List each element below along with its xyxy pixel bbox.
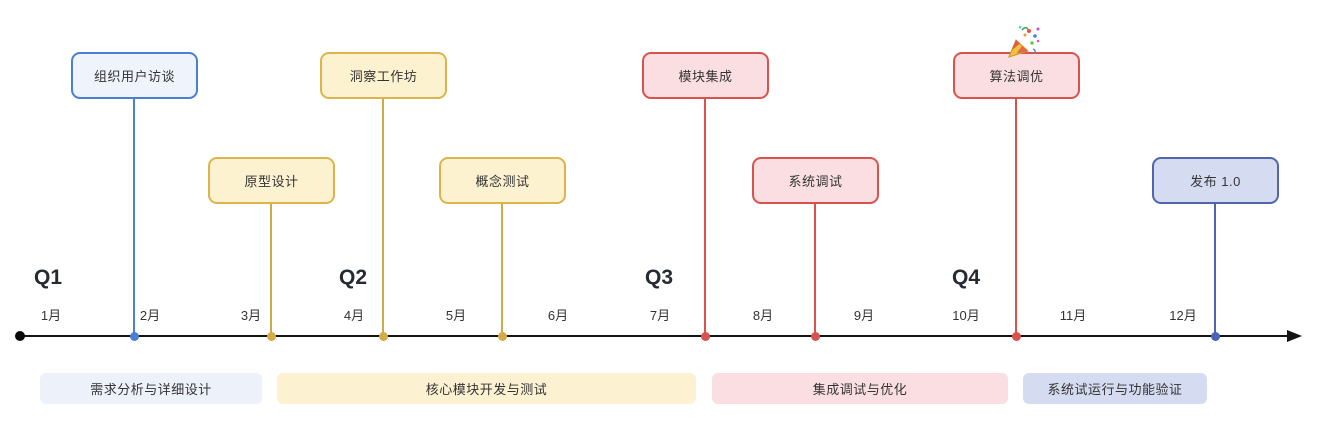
month-label: 5月 xyxy=(445,308,467,323)
quarter-label-q3: Q3 xyxy=(644,266,674,289)
event-dot xyxy=(810,331,820,341)
connector-line xyxy=(133,98,135,336)
month-label: 1月 xyxy=(40,308,62,323)
connector-line xyxy=(270,203,272,336)
month-label: 4月 xyxy=(343,308,365,323)
quarter-label-q1: Q1 xyxy=(33,266,63,289)
party-popper-emoji xyxy=(1004,22,1044,62)
month-label: 10月 xyxy=(952,308,980,323)
event-dot xyxy=(266,331,276,341)
connector-line xyxy=(814,203,816,336)
event-box-system-debugging: 系统调试 xyxy=(752,157,879,204)
month-label: 6月 xyxy=(547,308,569,323)
connector-line xyxy=(1214,203,1216,336)
event-box-insight-workshop: 洞察工作坊 xyxy=(320,52,447,99)
month-label: 2月 xyxy=(139,308,161,323)
month-label: 12月 xyxy=(1169,308,1197,323)
phase-bar-core-development: 核心模块开发与测试 xyxy=(277,373,696,404)
connector-line xyxy=(704,98,706,336)
event-dot xyxy=(1011,331,1021,341)
month-label: 8月 xyxy=(752,308,774,323)
event-box-algorithm-tuning: 算法调优 xyxy=(953,52,1080,99)
event-box-prototype-design: 原型设计 xyxy=(208,157,335,204)
event-dot xyxy=(1210,331,1220,341)
arrow-right-icon xyxy=(1287,330,1302,342)
quarter-label-q4: Q4 xyxy=(951,266,981,289)
event-box-user-interviews: 组织用户访谈 xyxy=(71,52,198,99)
event-dot xyxy=(700,331,710,341)
event-dot xyxy=(129,331,139,341)
event-box-concept-testing: 概念测试 xyxy=(439,157,566,204)
connector-line xyxy=(1015,98,1017,336)
phase-bar-trial-run-validation: 系统试运行与功能验证 xyxy=(1023,373,1207,404)
phase-bar-requirements-design: 需求分析与详细设计 xyxy=(40,373,262,404)
connector-line xyxy=(501,203,503,336)
event-box-release-1-0: 发布 1.0 xyxy=(1152,157,1279,204)
event-dot xyxy=(497,331,507,341)
timeline-start-dot xyxy=(15,331,25,341)
month-label: 7月 xyxy=(649,308,671,323)
connector-line xyxy=(382,98,384,336)
phase-bar-integration-tuning: 集成调试与优化 xyxy=(712,373,1008,404)
event-box-module-integration: 模块集成 xyxy=(642,52,769,99)
month-label: 9月 xyxy=(853,308,875,323)
month-label: 11月 xyxy=(1059,308,1087,323)
event-dot xyxy=(378,331,388,341)
month-label: 3月 xyxy=(240,308,262,323)
timeline-axis xyxy=(18,335,1290,337)
quarter-label-q2: Q2 xyxy=(338,266,368,289)
